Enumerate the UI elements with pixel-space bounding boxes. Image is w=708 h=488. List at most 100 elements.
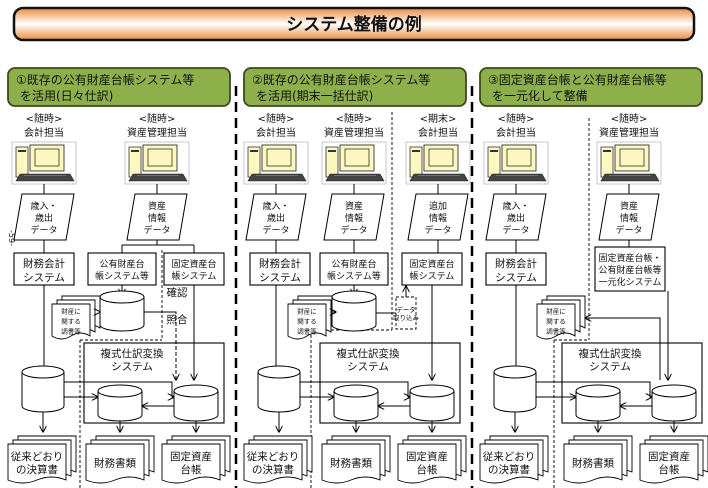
public-property-system-box-label-line: 公有財産台 [99, 258, 144, 270]
page-number: -59- [7, 230, 16, 246]
unified-ledger-system-box-label-line: 固定資産台帳・ [598, 252, 661, 264]
database-body [173, 384, 219, 422]
document-page [287, 303, 327, 340]
financial-database [575, 384, 621, 422]
fixed-asset-database [409, 384, 455, 422]
actor-role: 会計担当 [256, 126, 296, 139]
data-parallelogram [323, 193, 385, 241]
document-label-line: の決算書 [252, 463, 294, 476]
actor-role: 資産管理担当 [127, 126, 187, 139]
data-label-line: データ [30, 224, 57, 236]
data-parallelogram [126, 193, 188, 241]
connector-line [64, 381, 174, 397]
actor-timing: <随時> [26, 112, 63, 125]
side-note-confirm-reconcile-line: 照合 [167, 313, 188, 326]
actor-timing: <随時> [139, 112, 176, 125]
accounting-database [257, 365, 301, 413]
panel-2: ②既存の公有財産台帳システム等を活用(期末一括仕訳)<随時>会計担当歳入・歳出デ… [243, 67, 471, 488]
database-top [651, 390, 697, 398]
data-label-line: 歳入・ [262, 200, 289, 212]
converter-system-label-line: 複式仕訳変換 [101, 347, 164, 360]
panel-header-line: ①既存の公有財産台帳システム等 [16, 72, 194, 87]
unified-ledger-system-box [594, 246, 666, 292]
document-label-line: の決算書 [488, 463, 530, 476]
document-label-line: 財産に [61, 307, 81, 316]
database-top [409, 390, 455, 398]
computer-screen [619, 148, 645, 167]
unified-ledger-system-box-label-line: 一元化システム [599, 276, 662, 288]
computer-screen [506, 148, 532, 167]
computer-icon [321, 141, 387, 185]
document-page [51, 303, 91, 340]
database-body [409, 384, 455, 422]
database-body [331, 290, 377, 332]
database-body [257, 365, 301, 413]
computer-drive [490, 150, 498, 152]
document-page [479, 443, 539, 484]
actor-timing: <随時> [498, 112, 535, 125]
database-body [651, 384, 697, 422]
panel-3: ③固定資産台帳と公有財産台帳等を一元化して整備<随時>会計担当歳入・歳出データ<… [479, 67, 708, 488]
output-fixed-asset-ledger: 固定資産台帳 [161, 435, 231, 484]
document-page [7, 443, 67, 484]
actor-role: 会計担当 [24, 126, 64, 139]
computer-drive [328, 150, 336, 152]
converter-system-label-line: 複式仕訳変換 [579, 347, 642, 360]
database-body [575, 384, 621, 422]
fixed-asset-database [173, 384, 219, 422]
actor-role: 資産管理担当 [599, 126, 659, 139]
page-title: システム整備の例 [286, 14, 422, 35]
computer-icon [11, 141, 77, 185]
document-label-line: 固定資産 [170, 450, 212, 463]
fixed-asset-system-box [401, 252, 463, 286]
public-property-system-box-label-line: 公有財産台 [331, 258, 376, 270]
public-property-database [331, 290, 377, 332]
document-page [85, 443, 145, 484]
document-page [243, 443, 303, 484]
computer-keyboard [325, 173, 385, 182]
computer-keyboard [15, 173, 75, 182]
database-top [173, 390, 219, 398]
document-label: 固定資産台帳 [170, 450, 212, 476]
computer-icon [124, 141, 190, 185]
data-parallelogram [598, 193, 660, 241]
document-label-line: 関する [297, 318, 317, 326]
database-top [257, 371, 301, 379]
output-financial-statements: 財務書類 [85, 435, 155, 484]
output-fixed-asset-ledger: 固定資産台帳 [397, 435, 467, 484]
converter-system-label-line: システム [111, 361, 153, 373]
database-top [575, 390, 621, 398]
data-parallelogram [407, 193, 469, 241]
database-body [333, 384, 379, 422]
data-label-line: 資産 [148, 200, 166, 212]
document-label-line: 財産に [546, 307, 566, 316]
actor-timing: <随時> [258, 112, 295, 125]
document-label-line: 関する [546, 318, 566, 326]
accounting-system-box [13, 252, 75, 286]
document-page [161, 443, 221, 484]
actor-timing: <随時> [336, 112, 373, 125]
data-label-line: データ [424, 224, 451, 236]
document-label-line: 従来どおり [247, 450, 300, 463]
converter-system-label-line: システム [589, 361, 631, 373]
panel-1: ①既存の公有財産台帳システム等を活用(日々仕訳)<随時>会計担当歳入・歳出データ… [7, 67, 231, 488]
document-label: 財務書類 [572, 457, 614, 470]
database-body [99, 290, 145, 332]
data-label-line: 情報 [620, 212, 638, 224]
data-label-line: データ [143, 224, 170, 236]
public-property-database [99, 290, 145, 332]
